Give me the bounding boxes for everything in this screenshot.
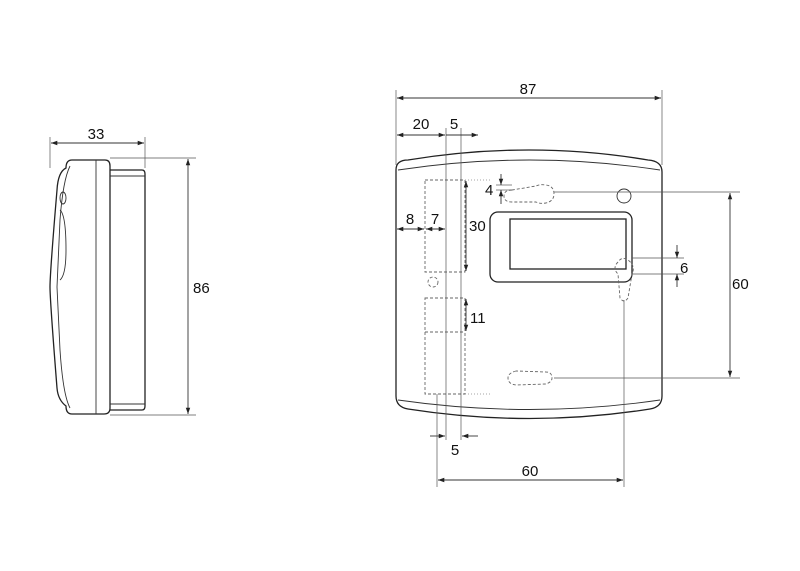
front-top-band xyxy=(397,159,661,171)
dim-label-slot-width-bottom: 5 xyxy=(451,442,459,459)
indicator-led-icon xyxy=(616,188,632,204)
front-housing-outline xyxy=(395,149,663,420)
dim-label-mount-vertical-spacing: 60 xyxy=(732,276,749,293)
dim-label-side-depth: 33 xyxy=(88,126,105,143)
hidden-slot-lower xyxy=(424,297,466,395)
hidden-screw-hole xyxy=(427,276,439,288)
side-view: 33 86 xyxy=(49,126,210,416)
dim-label-mount-horizontal-spacing: 60 xyxy=(522,463,539,480)
dim-label-slot-length: 30 xyxy=(469,218,486,235)
dim-label-slot-width-top: 5 xyxy=(450,116,458,133)
dim-label-side-height: 86 xyxy=(193,280,210,297)
dim-label-screw-slot-height: 6 xyxy=(680,260,688,277)
side-button xyxy=(59,191,67,205)
dim-label-slot-inner-width: 7 xyxy=(431,211,439,228)
dim-label-front-width: 87 xyxy=(520,81,537,98)
keyhole-bottom xyxy=(507,370,553,386)
side-base-outline xyxy=(110,169,146,411)
dim-label-slot-inner-offset: 8 xyxy=(406,211,414,228)
dim-label-keyhole-height: 4 xyxy=(485,182,493,199)
side-display-recess xyxy=(59,209,67,281)
front-view: 87 20 5 8 7 30 4 6 60 xyxy=(395,81,749,487)
front-bottom-band xyxy=(397,399,661,410)
side-cover-inner-edge xyxy=(56,165,71,409)
side-front-cover-outline xyxy=(49,159,111,415)
display-screen xyxy=(509,218,627,270)
keyhole-right xyxy=(614,257,634,302)
keyhole-top xyxy=(503,184,555,204)
dim-label-lower-slot-length: 11 xyxy=(470,310,486,327)
display-frame xyxy=(489,211,633,283)
dim-label-left-offset: 20 xyxy=(413,116,430,133)
